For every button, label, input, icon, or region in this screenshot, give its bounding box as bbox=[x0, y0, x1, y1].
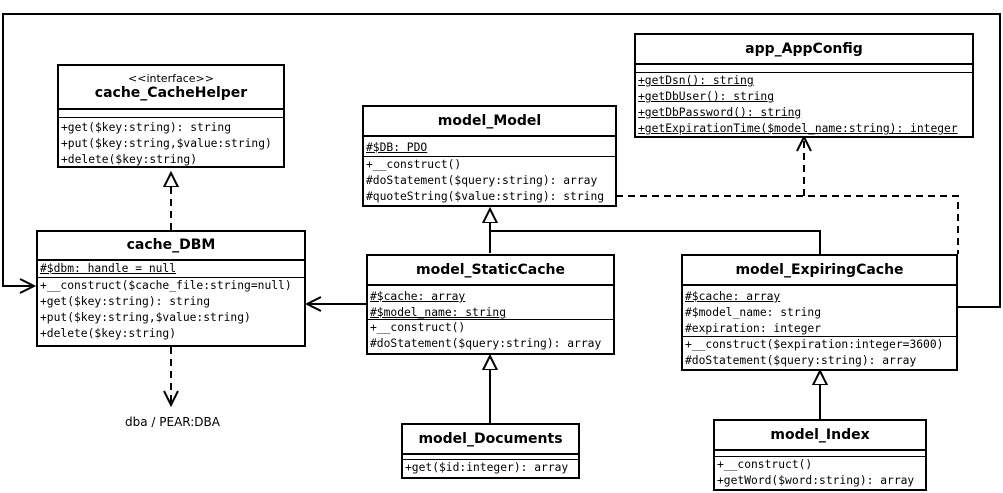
attribute: #$cache: array bbox=[685, 290, 781, 303]
class-header: app_AppConfig bbox=[636, 35, 972, 65]
operation: +get($id:integer): array bbox=[405, 461, 569, 474]
operation: +getExpirationTime($model_name:string): … bbox=[638, 122, 958, 135]
attribute: #$cache: array bbox=[370, 290, 466, 303]
attributes-section bbox=[636, 65, 972, 73]
stereotype-label: <<interface>> bbox=[128, 72, 214, 85]
operation: +put($key:string,$value:string) bbox=[61, 137, 272, 150]
dependency-model-to-config bbox=[616, 195, 959, 254]
attributes-section bbox=[715, 451, 925, 457]
class-name: model_Index bbox=[770, 426, 870, 443]
operations-section: +__construct($cache_file:string=null) +g… bbox=[38, 278, 304, 342]
class-header: model_Model bbox=[364, 107, 615, 137]
class-name: app_AppConfig bbox=[745, 40, 863, 57]
operation: #doStatement($query:string): array bbox=[370, 337, 602, 350]
operation: #doStatement($query:string): array bbox=[685, 354, 917, 367]
attribute: #$model_name: string bbox=[685, 306, 822, 319]
operations-section: +__construct() +getWord($word:string): a… bbox=[715, 457, 925, 489]
operation: +get($key:string): string bbox=[40, 295, 211, 308]
class-header: cache_DBM bbox=[38, 232, 304, 261]
attribute: #$model_name: string bbox=[370, 306, 507, 319]
operation: +getDbPassword(): string bbox=[638, 106, 802, 119]
class-name: model_StaticCache bbox=[415, 261, 566, 278]
attribute: #expiration: integer bbox=[685, 322, 822, 335]
operations-section: +get($key:string): string +put($key:stri… bbox=[59, 118, 283, 170]
class-header: model_ExpiringCache bbox=[683, 256, 956, 286]
class-header: model_Index bbox=[715, 421, 925, 451]
class-app-appconfig: app_AppConfig +getDsn(): string +getDbUs… bbox=[634, 33, 974, 138]
class-cache-dbm: cache_DBM #$dbm: handle = null +__constr… bbox=[36, 230, 306, 347]
operation: +put($key:string,$value:string) bbox=[40, 311, 251, 324]
class-name: model_Model bbox=[437, 112, 542, 129]
class-cache-cachehelper: <<interface>> cache_CacheHelper +get($ke… bbox=[57, 64, 285, 168]
attribute: #$DB: PDO bbox=[366, 141, 428, 154]
operation: +getDsn(): string bbox=[638, 74, 754, 87]
attributes-section bbox=[59, 110, 283, 118]
attributes-section: #$dbm: handle = null bbox=[38, 261, 304, 278]
class-model-model: model_Model #$DB: PDO +__construct() #do… bbox=[362, 105, 617, 207]
class-header: <<interface>> cache_CacheHelper bbox=[59, 66, 283, 110]
operation: +delete($key:string) bbox=[61, 153, 198, 166]
attributes-section: #$cache: array #$model_name: string #exp… bbox=[683, 286, 956, 337]
operation: +delete($key:string) bbox=[40, 327, 177, 340]
attributes-section bbox=[403, 455, 578, 460]
class-model-documents: model_Documents +get($id:integer): array bbox=[401, 423, 580, 479]
operation: +getWord($word:string): array bbox=[717, 474, 915, 487]
operation: +get($key:string): string bbox=[61, 121, 232, 134]
operation: +__construct() bbox=[366, 158, 462, 171]
attribute: #$dbm: handle = null bbox=[40, 262, 177, 275]
class-name: cache_DBM bbox=[126, 237, 216, 253]
operation: +getDbUser(): string bbox=[638, 90, 775, 103]
operation: #quoteString($value:string): string bbox=[366, 190, 605, 203]
association-expiring-to-dbm bbox=[2, 13, 1001, 308]
attributes-section: #$cache: array #$model_name: string bbox=[368, 286, 613, 320]
generalization-expiring-to-model bbox=[490, 230, 821, 254]
operation: +__construct($expiration:integer=3600) bbox=[685, 338, 944, 351]
attributes-section: #$DB: PDO bbox=[364, 137, 615, 157]
class-header: model_StaticCache bbox=[368, 256, 613, 286]
operation: +__construct() bbox=[370, 321, 466, 334]
external-dependency-label: dba / PEAR:DBA bbox=[125, 415, 220, 429]
class-name: cache_CacheHelper bbox=[94, 85, 248, 101]
class-model-expiringcache: model_ExpiringCache #$cache: array #$mod… bbox=[681, 254, 958, 371]
operations-section: +getDsn(): string +getDbUser(): string +… bbox=[636, 73, 972, 137]
class-model-index: model_Index +__construct() +getWord($wor… bbox=[713, 419, 927, 491]
class-name: model_Documents bbox=[418, 430, 563, 447]
class-header: model_Documents bbox=[403, 425, 578, 455]
operations-section: +get($id:integer): array bbox=[403, 460, 578, 476]
operations-section: +__construct($expiration:integer=3600) #… bbox=[683, 337, 956, 369]
operation: +__construct() bbox=[717, 458, 813, 471]
class-name: model_ExpiringCache bbox=[735, 261, 904, 278]
operations-section: +__construct() #doStatement($query:strin… bbox=[364, 157, 615, 205]
operation: #doStatement($query:string): array bbox=[366, 174, 598, 187]
class-model-staticcache: model_StaticCache #$cache: array #$model… bbox=[366, 254, 615, 355]
operations-section: +__construct() #doStatement($query:strin… bbox=[368, 320, 613, 352]
operation: +__construct($cache_file:string=null) bbox=[40, 279, 292, 292]
